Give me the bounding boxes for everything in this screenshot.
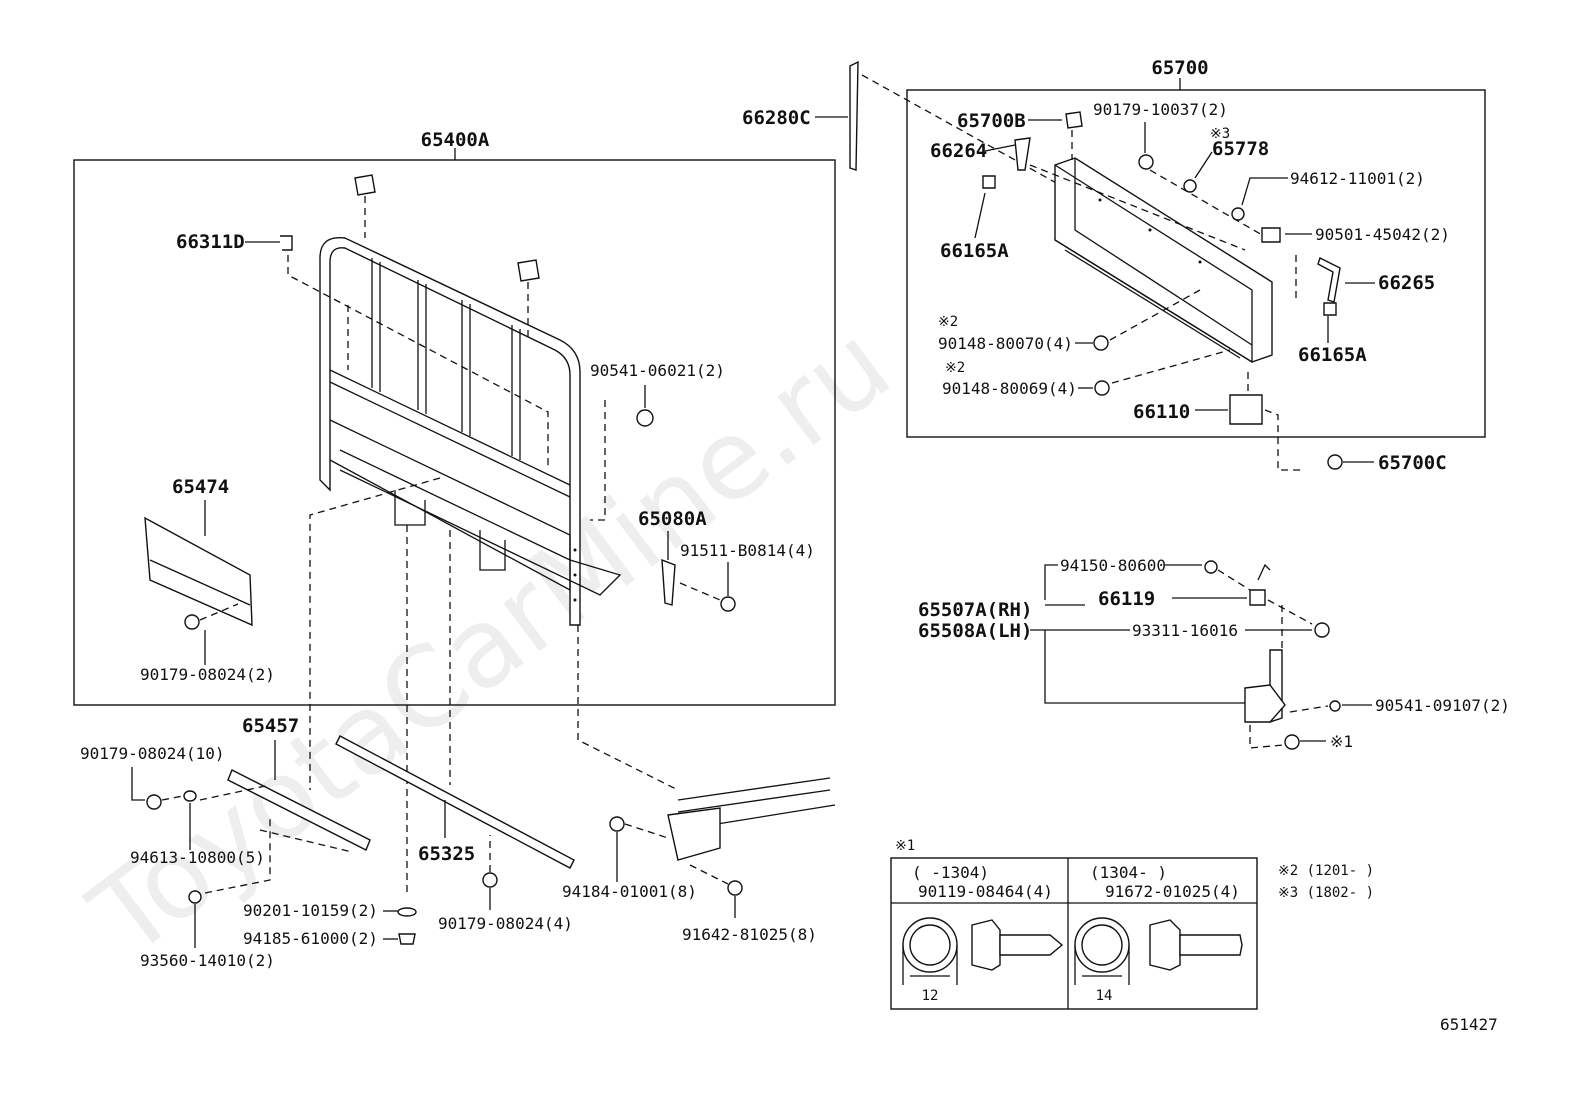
label-90541-06021[interactable]: 90541-06021(2) [590,361,725,380]
nut-90179-08024-c[interactable] [482,872,498,888]
rail-65457[interactable] [227,769,371,851]
bolt-91642-81025[interactable] [727,880,743,896]
cap-66165A-1[interactable] [982,175,996,189]
label-66265[interactable]: 66265 [1378,272,1435,294]
nut-90179-10037[interactable] [1138,154,1154,170]
label-90501-45042[interactable]: 90501-45042(2) [1315,225,1450,244]
label-65700C[interactable]: 65700C [1378,452,1447,474]
side-note-3: ※3 (1802- ) [1278,885,1374,901]
cap-66165A-2[interactable] [1323,302,1337,316]
headboard-frame-part[interactable] [319,236,622,626]
hinge-66110[interactable] [1229,394,1263,425]
label-94613-10800[interactable]: 94613-10800(5) [130,848,265,867]
rod-66265[interactable] [1317,257,1341,303]
label-91511-B0814[interactable]: 91511-B0814(4) [680,541,815,560]
bolt-93311-16016[interactable] [1314,622,1330,638]
note2-marker-b: ※2 [945,360,965,376]
note-col1-size: 12 [922,988,939,1004]
bolt-diagram-14 [1074,917,1243,985]
label-65508A[interactable]: 65508A(LH) [918,620,1032,642]
label-65700B[interactable]: 65700B [957,110,1026,132]
label-65507A[interactable]: 65507A(RH) [918,599,1032,621]
label-90541-09107[interactable]: 90541-09107(2) [1375,696,1510,715]
label-65457[interactable]: 65457 [242,715,299,737]
notes-table [890,857,1258,1010]
rail-65325[interactable] [335,735,575,869]
nut-94150-80600[interactable] [1204,560,1218,574]
nut-94184-01001[interactable] [609,816,625,832]
lever-66119[interactable] [1249,589,1266,606]
bolt-93560-14010[interactable] [188,890,202,904]
bolt-90148-80070[interactable] [1093,335,1109,351]
label-66165A-2[interactable]: 66165A [1298,344,1367,366]
label-90148-80069[interactable]: 90148-80069(4) [942,379,1077,398]
clip-top-1[interactable] [354,174,376,196]
note-col2-range: (1304- ) [1090,863,1167,882]
washer-94612-11001[interactable] [1231,207,1245,221]
chain-66280C[interactable] [849,60,859,171]
note-col2-size: 14 [1096,988,1113,1004]
bolt-diagram-12 [902,917,1064,985]
clip-65700B[interactable] [1065,111,1083,129]
spring-90501-45042[interactable] [1261,227,1281,243]
label-65700[interactable]: 65700 [1151,57,1208,79]
label-93560-14010[interactable]: 93560-14010(2) [140,951,275,970]
note3-marker: ※3 [1210,126,1230,142]
label-94612-11001[interactable]: 94612-11001(2) [1290,169,1425,188]
washer-90201-10159[interactable] [397,907,417,917]
label-66119[interactable]: 66119 [1098,588,1155,610]
panel-65474[interactable] [144,516,253,627]
label-66280C[interactable]: 66280C [742,107,811,129]
label-91642-81025[interactable]: 91642-81025(8) [682,925,817,944]
label-90179-08024-4[interactable]: 90179-08024(4) [438,914,573,933]
note1-marker: ※1 [1330,732,1353,751]
label-66165A-1[interactable]: 66165A [940,240,1009,262]
label-90179-08024-10[interactable]: 90179-08024(10) [80,744,225,763]
label-66264[interactable]: 66264 [930,140,987,162]
label-90148-80070[interactable]: 90148-80070(4) [938,334,1073,353]
note-col2-part[interactable]: 91672-01025(4) [1105,882,1240,901]
pin-65700C[interactable] [1327,454,1343,470]
note-col1-range: ( -1304) [912,863,989,882]
label-90201-10159[interactable]: 90201-10159(2) [243,901,378,920]
label-94184-01001[interactable]: 94184-01001(8) [562,882,697,901]
nut-94185-61000[interactable] [398,933,416,945]
bolt-90179-08024-b[interactable] [146,794,162,810]
label-65474[interactable]: 65474 [172,476,229,498]
label-65325[interactable]: 65325 [418,843,475,865]
diagram-id: 651427 [1440,1015,1498,1034]
clip-90541-06021[interactable] [636,409,654,427]
frame-corner [667,807,721,861]
label-66110[interactable]: 66110 [1133,401,1190,423]
latch-65080A[interactable] [661,558,676,606]
screw-90541-09107[interactable] [1329,700,1341,712]
bolt-90179-08024-a[interactable] [184,614,200,630]
label-66311D[interactable]: 66311D [176,231,245,253]
bracket-66311D[interactable] [280,235,293,251]
notes-table-marker: ※1 [895,838,915,854]
assembly-box-65700 [906,89,1486,438]
label-65080A[interactable]: 65080A [638,508,707,530]
label-90179-08024-2[interactable]: 90179-08024(2) [140,665,275,684]
bolt-91511-B0814[interactable] [720,596,736,612]
washer-65778[interactable] [1183,179,1197,193]
bolt-90148-80069[interactable] [1094,380,1110,396]
tailgate-65700-part[interactable] [1054,157,1273,364]
bracket-base-65507A [1244,684,1286,723]
label-90179-10037[interactable]: 90179-10037(2) [1093,100,1228,119]
note-col1-part[interactable]: 90119-08464(4) [918,882,1053,901]
label-65400A[interactable]: 65400A [421,129,490,151]
washer-94613-10800[interactable] [183,790,197,802]
label-93311-16016[interactable]: 93311-16016 [1132,621,1238,640]
bracket-66264[interactable] [1014,137,1031,171]
clip-top-2[interactable] [517,259,540,282]
note2-marker-a: ※2 [938,314,958,330]
side-note-2: ※2 (1201- ) [1278,863,1374,879]
label-65778[interactable]: 65778 [1212,138,1269,160]
bolt-note1[interactable] [1284,734,1300,750]
label-94185-61000[interactable]: 94185-61000(2) [243,929,378,948]
label-94150-80600[interactable]: 94150-80600 [1060,556,1166,575]
